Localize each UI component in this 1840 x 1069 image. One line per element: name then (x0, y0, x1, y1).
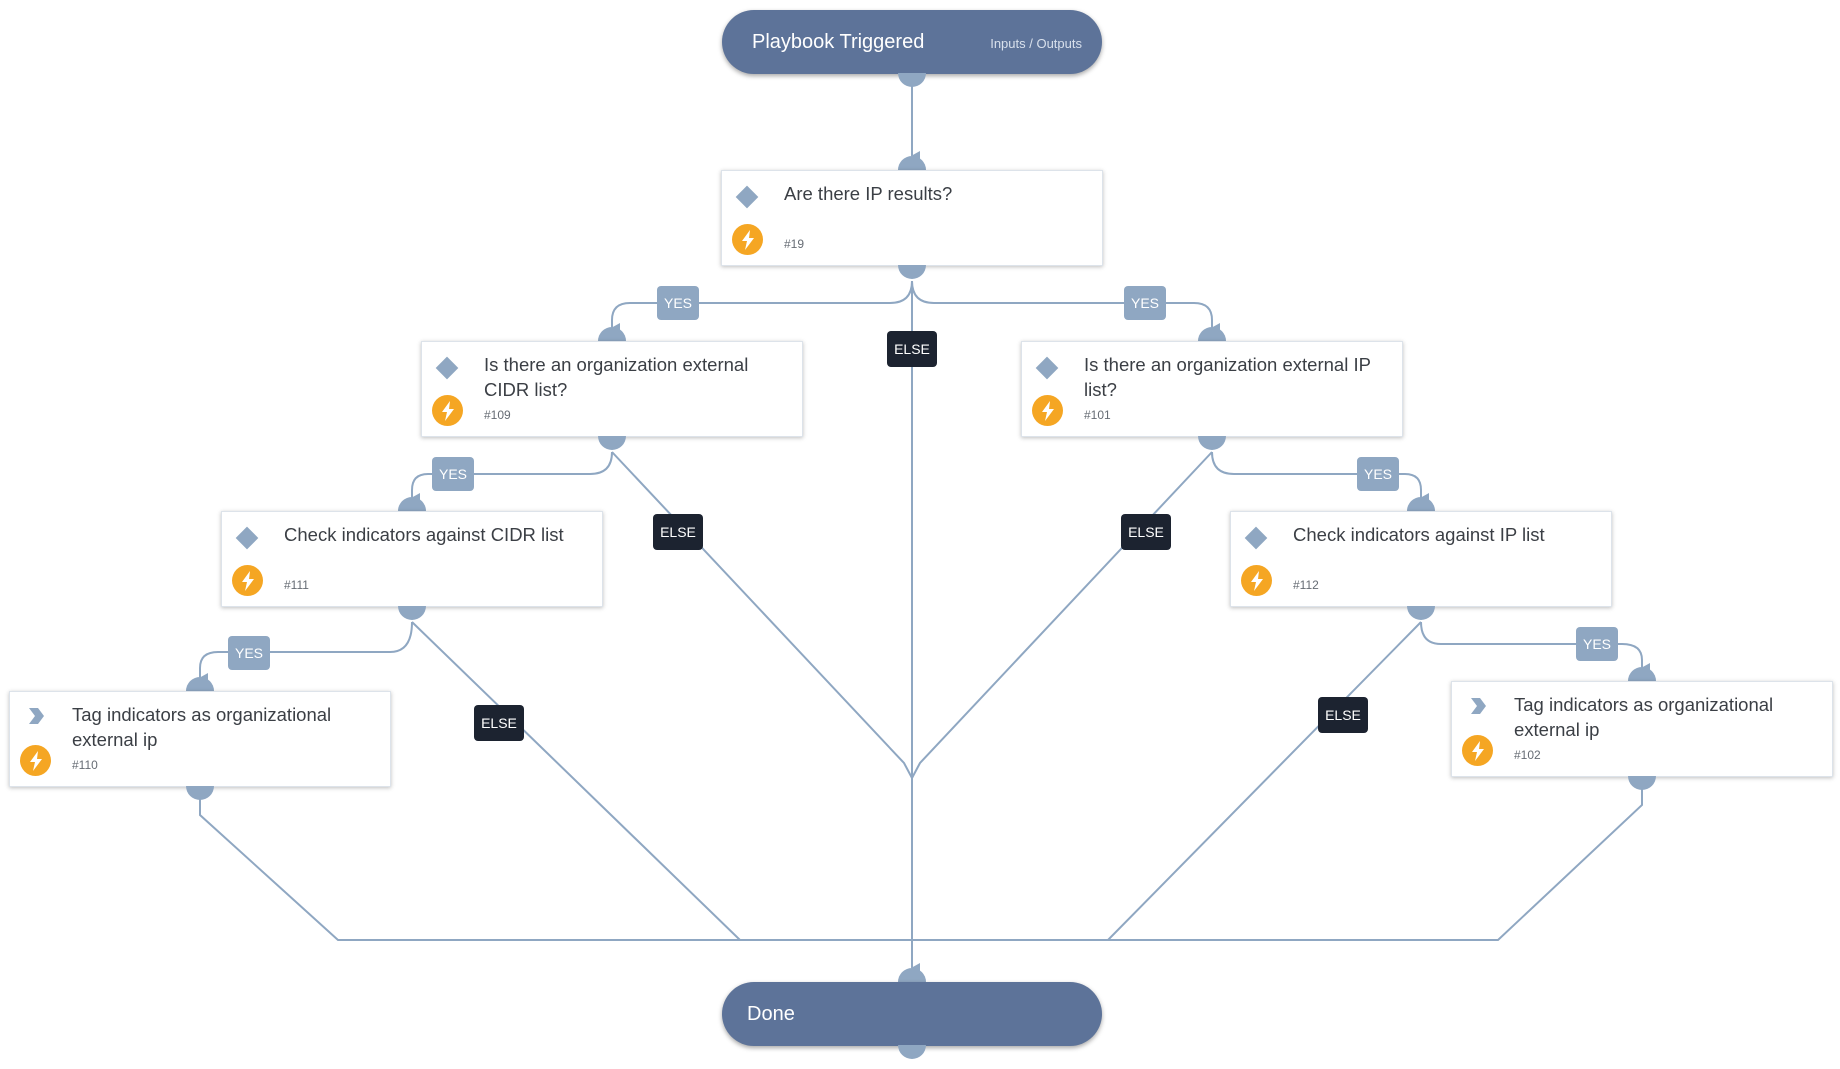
task-title: Check indicators against CIDR list (284, 524, 564, 545)
diamond-icon (1035, 356, 1059, 380)
start-node-label: Playbook Triggered (752, 30, 925, 53)
task-title: Are there IP results? (784, 183, 953, 204)
port (1407, 606, 1435, 620)
yes-label[interactable]: YES (657, 286, 699, 320)
condition-task-check-ip[interactable]: Check indicators against IP list #112 (1230, 511, 1612, 607)
condition-task-ip-list[interactable]: Is there an organization external IP lis… (1021, 341, 1403, 437)
lightning-bolt-icon (732, 224, 763, 255)
task-title: Is there an organization external IP lis… (1084, 354, 1371, 400)
done-node-label: Done (747, 1002, 795, 1025)
yes-label[interactable]: YES (1576, 627, 1618, 661)
port (898, 1045, 926, 1059)
chevron-right-icon (1471, 698, 1486, 714)
task-number: #102 (1514, 748, 1541, 762)
task-title: Check indicators against IP list (1293, 524, 1545, 545)
task-title: Tag indicators as organizational externa… (1514, 694, 1774, 740)
condition-task-ip-results[interactable]: Are there IP results? #19 (721, 170, 1103, 266)
start-node[interactable]: Playbook Triggered Inputs / Outputs (722, 10, 1102, 74)
action-task-tag-cidr[interactable]: Tag indicators as organizational externa… (9, 691, 391, 787)
task-title: Is there an organization external CIDR l… (484, 354, 749, 400)
port (898, 73, 926, 87)
lightning-bolt-icon (20, 745, 51, 776)
task-title: Tag indicators as organizational externa… (72, 704, 332, 750)
port (1198, 436, 1226, 450)
port (898, 265, 926, 279)
condition-task-check-cidr[interactable]: Check indicators against CIDR list #111 (221, 511, 603, 607)
task-number: #110 (72, 758, 98, 772)
inputs-outputs-link[interactable]: Inputs / Outputs (990, 36, 1082, 51)
port (398, 497, 426, 511)
port (1628, 776, 1656, 790)
task-number: #109 (484, 408, 511, 422)
else-label[interactable]: ELSE (1121, 514, 1171, 550)
yes-label[interactable]: YES (1124, 286, 1166, 320)
port (398, 606, 426, 620)
diamond-icon (1244, 526, 1268, 550)
condition-task-cidr-list[interactable]: Is there an organization external CIDR l… (421, 341, 803, 437)
port (598, 436, 626, 450)
chevron-right-icon (29, 708, 44, 724)
port (598, 327, 626, 341)
task-number: #111 (284, 578, 309, 592)
port (1198, 327, 1226, 341)
port (186, 677, 214, 691)
lightning-bolt-icon (232, 565, 263, 596)
yes-label[interactable]: YES (228, 636, 270, 670)
diamond-icon (435, 356, 459, 380)
port (186, 786, 214, 800)
lightning-bolt-icon (432, 395, 463, 426)
yes-label[interactable]: YES (1357, 457, 1399, 491)
else-label[interactable]: ELSE (474, 705, 524, 741)
done-node[interactable]: Done (722, 982, 1102, 1046)
else-label[interactable]: ELSE (887, 331, 937, 367)
else-label[interactable]: ELSE (653, 514, 703, 550)
task-number: #19 (784, 237, 805, 251)
diamond-icon (235, 526, 259, 550)
task-number: #112 (1293, 578, 1319, 592)
lightning-bolt-icon (1241, 565, 1272, 596)
lightning-bolt-icon (1462, 735, 1493, 766)
port (1407, 497, 1435, 511)
diamond-icon (735, 185, 759, 209)
port (898, 968, 926, 982)
port (898, 156, 926, 170)
else-label[interactable]: ELSE (1318, 697, 1368, 733)
lightning-bolt-icon (1032, 395, 1063, 426)
action-task-tag-ip[interactable]: Tag indicators as organizational externa… (1451, 681, 1833, 777)
task-number: #101 (1084, 408, 1111, 422)
port (1628, 667, 1656, 681)
yes-label[interactable]: YES (432, 457, 474, 491)
